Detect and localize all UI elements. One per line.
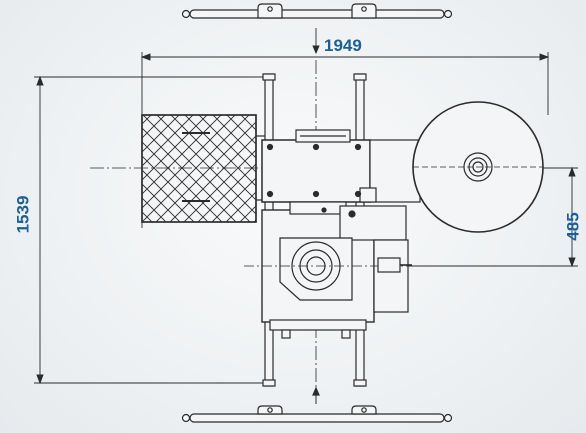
top-mounting-bracket [181, 3, 453, 19]
overall-width-label: 1949 [324, 36, 362, 55]
pulley-wheel [412, 101, 544, 233]
width-dimension-line [140, 28, 550, 228]
hatched-tank [141, 114, 265, 223]
height-dimension-line [34, 75, 268, 385]
overall-height-label: 1539 [13, 195, 33, 234]
bottom-mounting-bracket [181, 405, 453, 423]
engine-block [244, 201, 412, 339]
pump-housing [261, 129, 449, 203]
side-offset-label: 485 [563, 212, 583, 241]
